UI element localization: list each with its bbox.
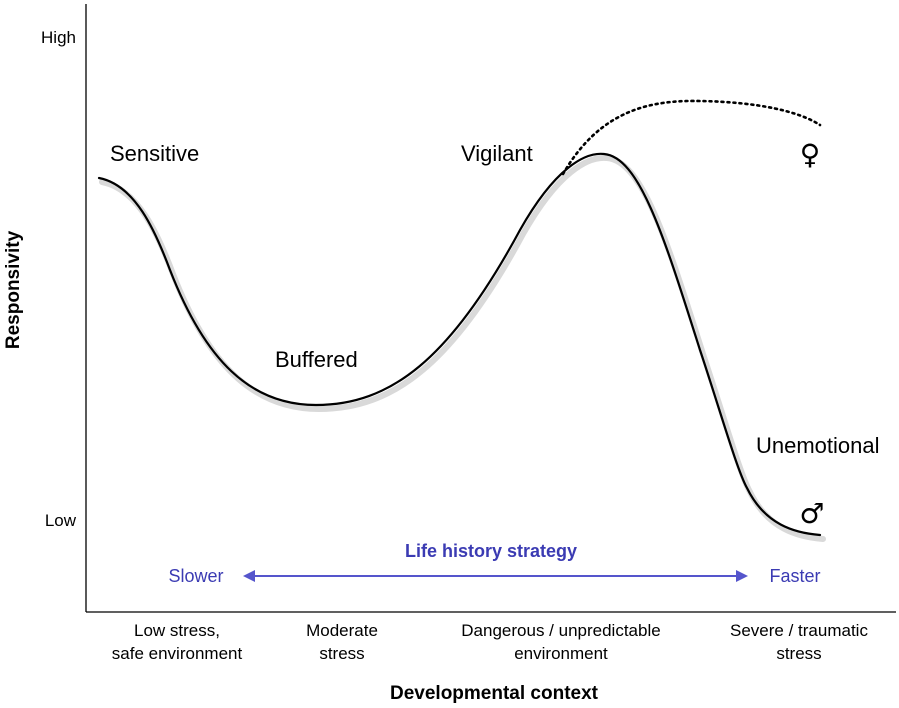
y-tick-low: Low [45,511,77,530]
category-dangerous-line2: environment [514,644,608,663]
label-buffered: Buffered [275,347,358,372]
x-axis-title: Developmental context [390,683,599,704]
female-symbol-icon: ♀ [800,138,821,171]
category-severe-line2: stress [776,644,821,663]
life-history-title: Life history strategy [405,541,577,561]
category-low-stress-line1: Low stress, [134,621,220,640]
responsivity-curve-female [561,99,822,176]
male-symbol-icon: ♂ [799,497,824,530]
life-history-faster: Faster [769,566,820,586]
y-tick-high: High [41,28,76,47]
category-moderate-line2: stress [319,644,364,663]
label-vigilant: Vigilant [461,141,533,166]
label-sensitive: Sensitive [110,141,199,166]
category-severe-line1: Severe / traumatic [730,621,868,640]
category-low-stress-line2: safe environment [112,644,243,663]
category-dangerous-line1: Dangerous / unpredictable [461,621,660,640]
category-moderate-line1: Moderate [306,621,378,640]
life-history-slower: Slower [168,566,223,586]
y-axis-title: Responsivity [3,230,24,349]
label-unemotional: Unemotional [756,433,880,458]
responsivity-curve-male [97,152,822,537]
